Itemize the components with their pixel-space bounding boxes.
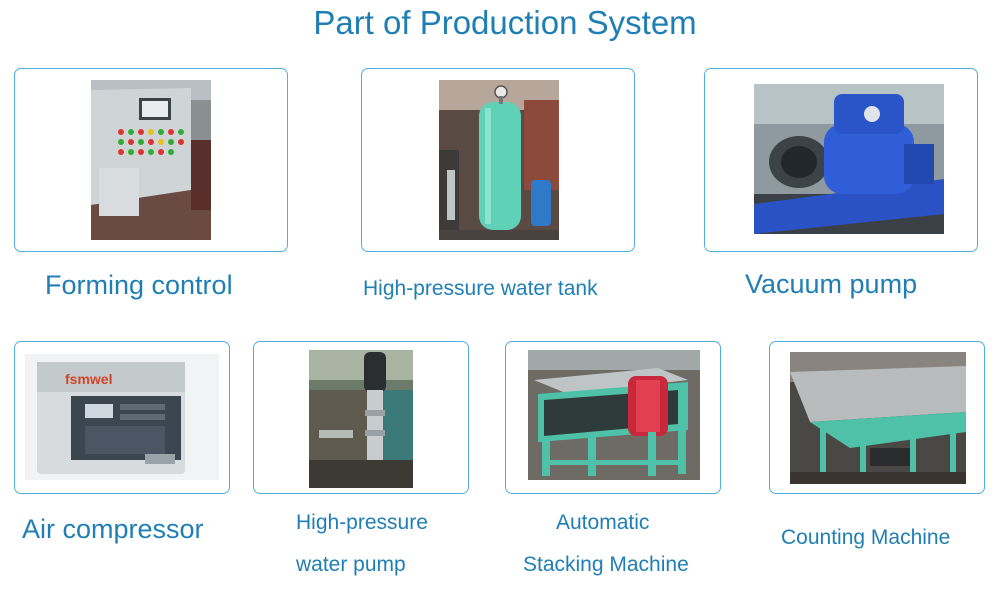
caption-water-pump-line2: water pump xyxy=(296,553,406,576)
page-title: Part of Production System xyxy=(313,4,697,41)
vacuum-pump-photo xyxy=(754,84,944,234)
compressor-brand-logo: fsmwel xyxy=(65,371,112,387)
caption-counting-machine: Counting Machine xyxy=(781,526,951,549)
card-air-compressor: fsmwel xyxy=(14,341,230,494)
caption-forming-control: Forming control xyxy=(45,270,233,300)
caption-stacking-line2: Stacking Machine xyxy=(523,553,689,576)
caption-water-tank: High-pressure water tank xyxy=(363,277,598,300)
card-vacuum-pump xyxy=(704,68,978,252)
card-counting-machine xyxy=(769,341,985,494)
card-forming-control xyxy=(14,68,288,252)
caption-vacuum-pump: Vacuum pump xyxy=(745,269,918,299)
water-tank-photo xyxy=(439,80,559,240)
card-water-tank xyxy=(361,68,635,252)
caption-stacking-line1: Automatic xyxy=(556,511,650,534)
control-cabinet-photo xyxy=(91,80,211,240)
caption-water-pump-line1: High-pressure xyxy=(296,511,428,534)
counting-machine-photo xyxy=(790,352,966,484)
caption-air-compressor: Air compressor xyxy=(22,514,204,544)
air-compressor-photo: fsmwel xyxy=(25,354,219,480)
stacking-machine-photo xyxy=(528,350,700,480)
water-pump-photo xyxy=(309,350,413,488)
card-stacking-machine xyxy=(505,341,721,494)
card-water-pump xyxy=(253,341,469,494)
